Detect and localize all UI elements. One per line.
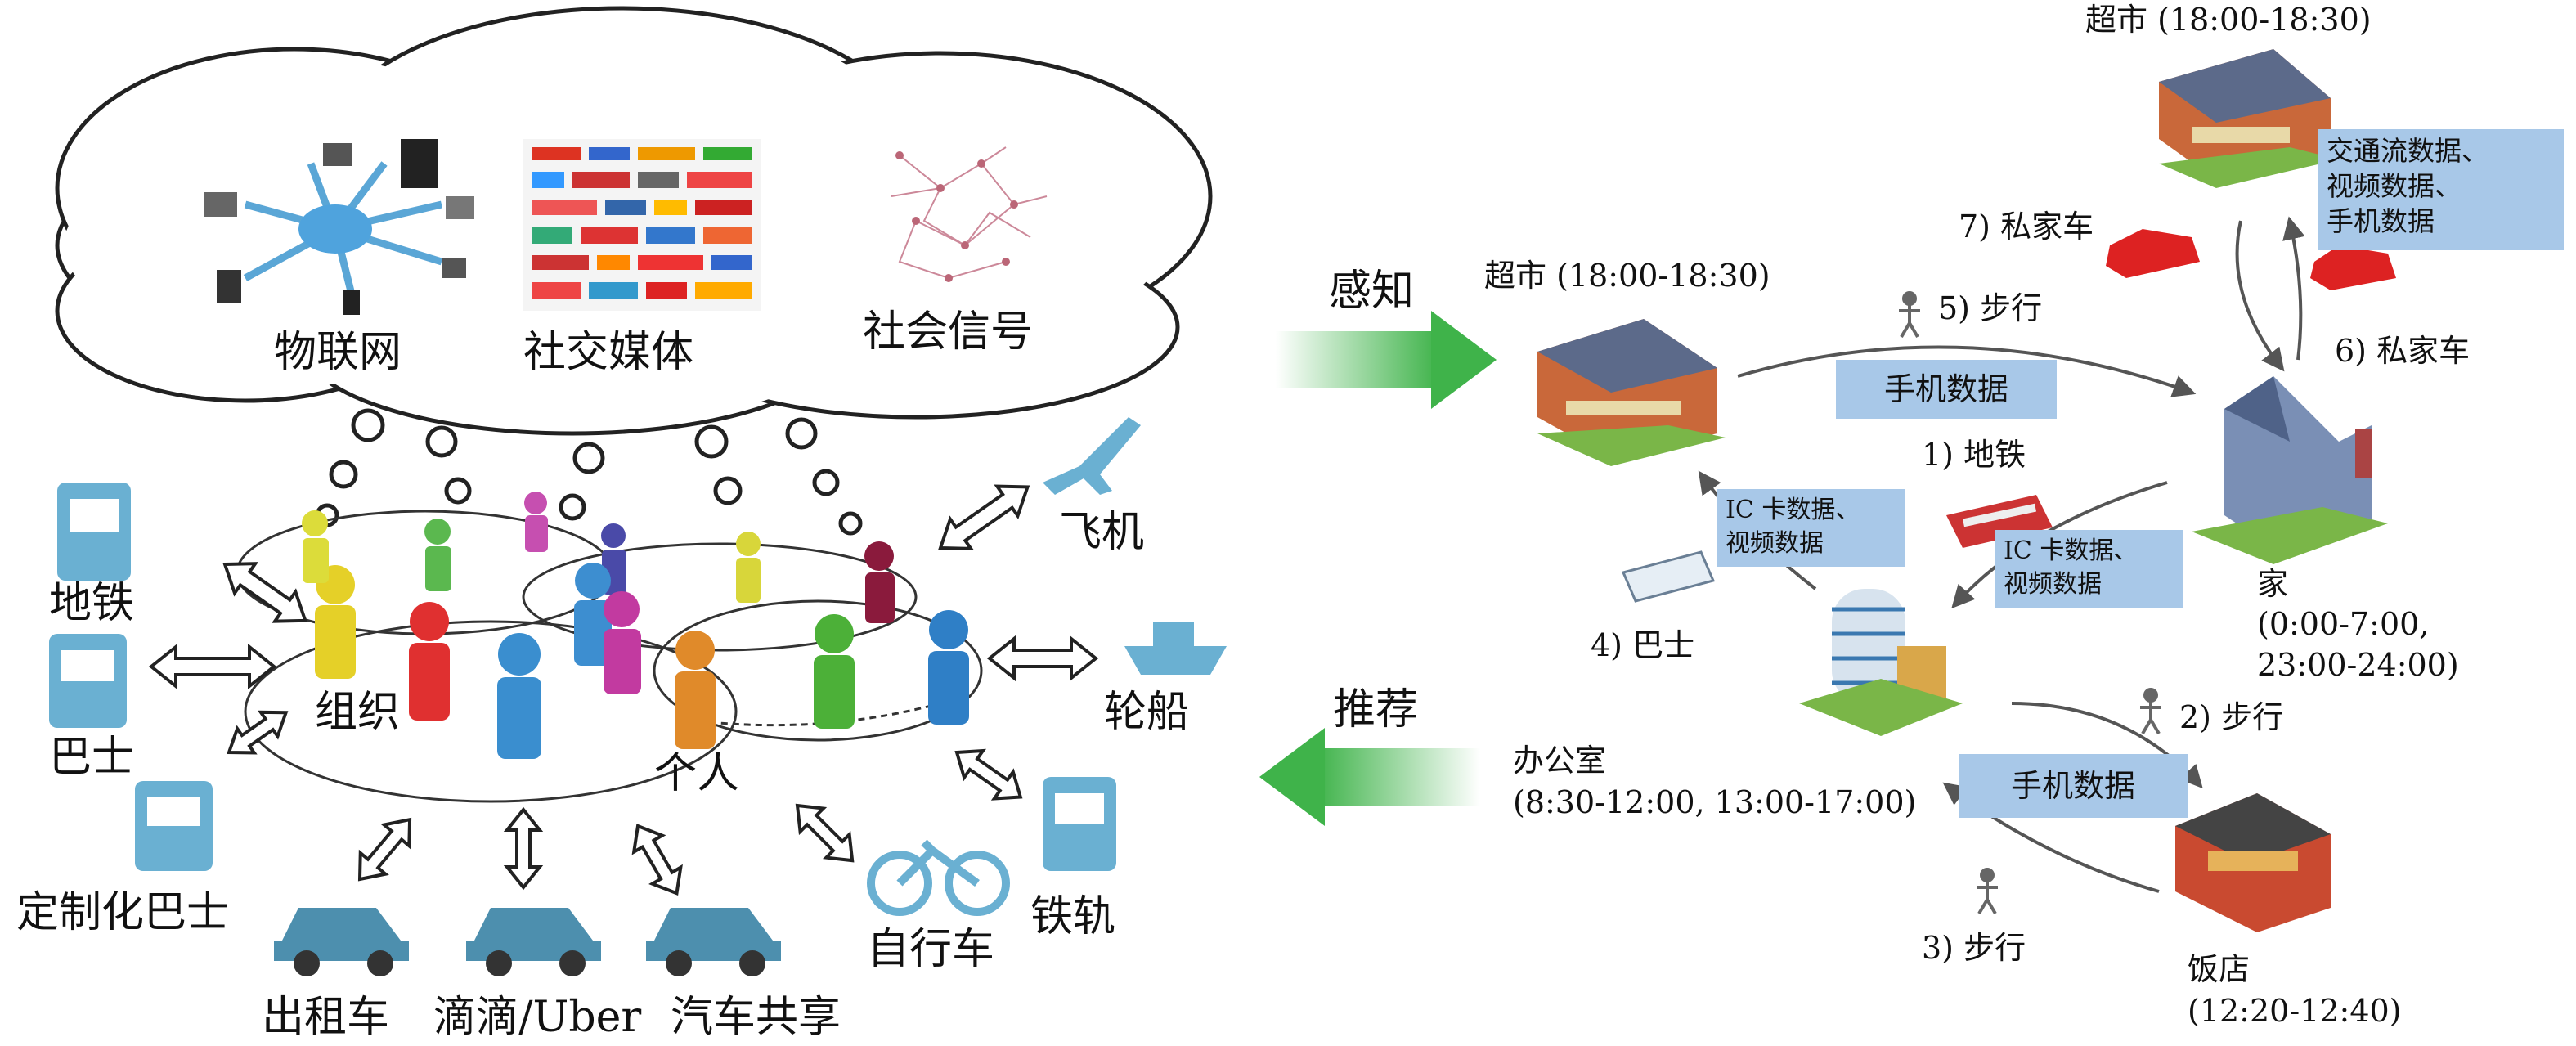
home-time-2: 23:00-24:00): [2257, 646, 2459, 683]
bus-label: 巴士: [49, 733, 135, 782]
car-sharing-label: 汽车共享: [671, 993, 841, 1042]
transport-link-arrows: [148, 484, 1099, 896]
bicycle-icon: [867, 839, 1010, 916]
ship-icon: [1124, 622, 1227, 675]
subway-icon: [57, 483, 131, 581]
taxi-label: 出租车: [262, 993, 390, 1042]
ic-data-box-right: IC 卡数据、 视频数据: [1995, 530, 2183, 608]
trip-5-label: 5) 步行: [1938, 290, 2043, 326]
trip-7-label: 7) 私家车: [1959, 209, 2094, 245]
custom-bus-label: 定制化巴士: [16, 888, 230, 937]
supermarket-building-top: [2159, 49, 2339, 188]
ic-data-box-left: IC 卡数据、 视频数据: [1717, 489, 1905, 567]
railway-icon: [1043, 777, 1116, 871]
restaurant-label: 饭店 (12:20-12:40): [2188, 949, 2402, 1033]
social-signal-graph-icon: [891, 146, 1048, 282]
private-car-icon-right: [2310, 245, 2396, 290]
home-label: 家 (0:00-7:00, 23:00-24:00): [2257, 564, 2459, 685]
subway-label: 地铁: [49, 579, 135, 628]
trip-4-label: 4) 巴士: [1591, 627, 1695, 663]
trip-3-label: 3) 步行: [1922, 930, 2026, 966]
walker-icon-5: [1899, 291, 1920, 339]
car-sharing-icon: [646, 908, 781, 976]
railway-label: 铁轨: [1030, 892, 1116, 941]
office-building: [1799, 589, 1963, 736]
home-building: [2192, 376, 2388, 564]
organization-label: 组织: [315, 688, 401, 737]
perceive-arrow: [1276, 311, 1497, 409]
walker-icon-3: [1977, 868, 1998, 915]
traffic-data-line-2: 视频数据、: [2327, 169, 2462, 202]
private-car-icon-left: [2106, 229, 2200, 278]
phone-data-top-text: 手机数据: [1883, 371, 2008, 407]
social-signal-label: 社会信号: [863, 308, 1034, 357]
ic-right-line-2: 视频数据: [2004, 569, 2102, 599]
supermarket-left-label: 超市 (18:00-18:30): [1484, 258, 1770, 294]
trip-2-label: 2) 步行: [2179, 699, 2284, 735]
ship-label: 轮船: [1104, 688, 1190, 737]
traffic-data-box: 交通流数据、 视频数据、 手机数据: [2318, 129, 2564, 250]
ic-left-line-2: 视频数据: [1726, 528, 1824, 558]
bus-icon: [49, 634, 127, 728]
supermarket-building-left: [1537, 319, 1726, 466]
individual-label: 个人: [654, 749, 740, 798]
restaurant-building: [2175, 793, 2331, 932]
restaurant-time: (12:20-12:40): [2188, 993, 2402, 1030]
traffic-data-line-1: 交通流数据、: [2327, 135, 2488, 167]
didi-uber-icon: [466, 908, 601, 976]
subway-train-icon: [1946, 495, 2053, 548]
home-name: 家: [2257, 566, 2289, 602]
supermarket-top-label: 超市 (18:00-18:30): [2085, 2, 2372, 38]
ic-left-line-1: IC 卡数据、: [1726, 496, 1860, 524]
social-media-label: 社交媒体: [523, 328, 694, 377]
taxi-icon: [274, 908, 409, 976]
thought-bubbles: [315, 408, 863, 536]
phone-data-bottom-text: 手机数据: [2010, 768, 2135, 804]
office-time: (8:30-12:00, 13:00-17:00): [1513, 784, 1917, 821]
iot-network-icon: [204, 139, 474, 315]
trip-6-label: 6) 私家车: [2335, 333, 2471, 369]
home-time-1: (0:00-7:00,: [2257, 606, 2430, 643]
walker-icon-2: [2140, 688, 2161, 735]
phone-data-box-bottom: 手机数据: [1959, 754, 2188, 818]
iot-label: 物联网: [274, 328, 402, 377]
airplane-icon: [1043, 417, 1141, 495]
airplane-label: 飞机: [1059, 508, 1145, 557]
phone-data-box-top: 手机数据: [1836, 360, 2057, 419]
people-figures: [302, 492, 969, 759]
didi-uber-label: 滴滴/Uber: [433, 993, 642, 1042]
bus-vehicle-icon: [1621, 550, 1716, 603]
recommend-label: 推荐: [1333, 685, 1419, 734]
custom-bus-icon: [135, 781, 213, 871]
office-label: 办公室 (8:30-12:00, 13:00-17:00): [1513, 740, 1916, 824]
bicycle-label: 自行车: [867, 925, 995, 974]
perceive-label: 感知: [1329, 267, 1415, 316]
social-media-logos-icon: [523, 139, 761, 311]
office-name: 办公室: [1513, 743, 1607, 779]
trip-1-label: 1) 地铁: [1922, 437, 2026, 473]
recommend-arrow: [1259, 728, 1480, 826]
ic-right-line-1: IC 卡数据、: [2004, 536, 2138, 565]
traffic-data-line-3: 手机数据: [2327, 204, 2435, 237]
restaurant-name: 饭店: [2188, 951, 2251, 987]
